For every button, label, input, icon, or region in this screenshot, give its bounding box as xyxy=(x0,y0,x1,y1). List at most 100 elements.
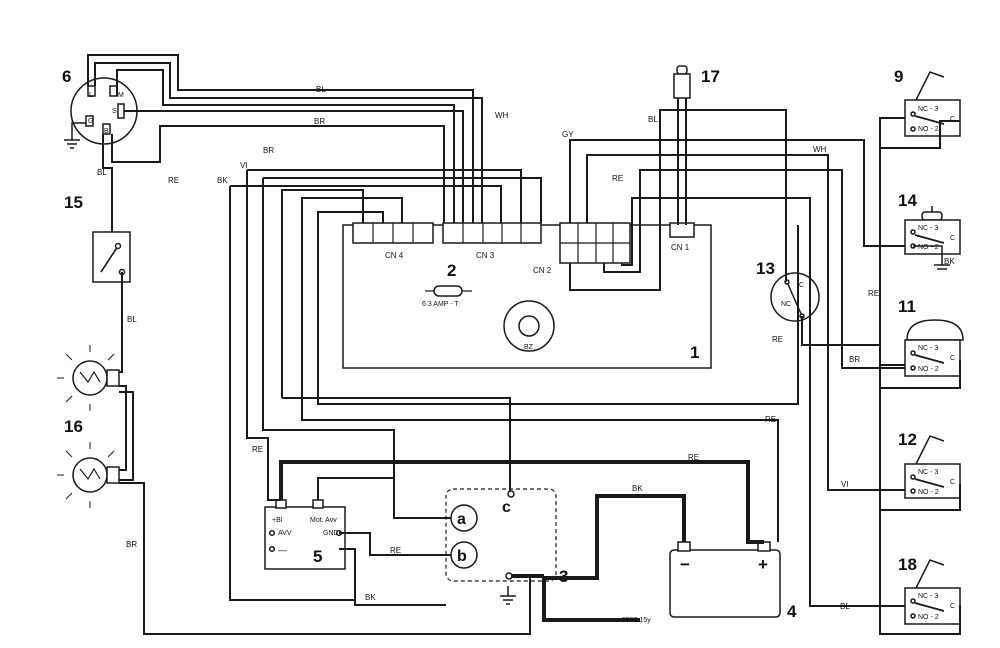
svg-text:GND: GND xyxy=(323,530,339,537)
label-9: 9 xyxy=(894,67,903,86)
svg-text:C: C xyxy=(950,235,955,242)
buzzer-label: BZ xyxy=(524,344,534,351)
microswitch-11: NC - 3 NO - 2 C 11 xyxy=(898,297,964,377)
label-11: 11 xyxy=(898,297,916,316)
svg-text:NC - 3: NC - 3 xyxy=(918,225,938,232)
svg-text:NC - 3: NC - 3 xyxy=(918,106,938,113)
label-5: 5 xyxy=(313,547,322,566)
svg-text:C: C xyxy=(950,116,955,123)
label-16: 16 xyxy=(64,417,83,436)
svg-text:RE: RE xyxy=(390,546,401,555)
svg-text:C: C xyxy=(950,603,955,610)
svg-text:RE: RE xyxy=(772,335,783,344)
toggle-switch-15: 15 xyxy=(64,193,131,283)
connector-cn1: CN 1 xyxy=(669,222,695,252)
cn1-label: CN 1 xyxy=(671,243,690,252)
svg-text:C: C xyxy=(799,282,804,289)
fuse-rating: 6.3 AMP - T xyxy=(422,301,459,308)
svg-text:c: c xyxy=(502,499,511,516)
svg-text:NO - 2: NO - 2 xyxy=(918,489,939,496)
svg-text:RE: RE xyxy=(168,176,179,185)
svg-text:B: B xyxy=(104,128,109,135)
svg-text:BR: BR xyxy=(314,117,325,126)
svg-text:C: C xyxy=(950,479,955,486)
svg-text:+: + xyxy=(758,555,768,574)
battery: − + 4 xyxy=(669,541,797,621)
svg-text:BK: BK xyxy=(944,257,955,266)
label-15: 15 xyxy=(64,193,83,212)
label-12: 12 xyxy=(898,430,917,449)
svg-text:GY: GY xyxy=(562,130,574,139)
svg-text:NO - 2: NO - 2 xyxy=(918,244,939,251)
label-2: 2 xyxy=(447,261,456,280)
ignition-switch: L M S G B 6 xyxy=(62,67,138,149)
connector-cn3: CN 3 xyxy=(442,222,542,260)
drawing-code: 9592.15y xyxy=(622,617,651,624)
svg-text:RE: RE xyxy=(688,453,699,462)
label-1: 1 xyxy=(690,343,699,362)
svg-text:RE: RE xyxy=(765,415,776,424)
svg-text:BR: BR xyxy=(126,540,137,549)
start-module: +Bl Mot. Avv AVV GND — 5 xyxy=(264,499,346,570)
svg-text:NC - 3: NC - 3 xyxy=(918,593,938,600)
starter-motor: a b c 3 xyxy=(445,488,568,605)
svg-text:S: S xyxy=(112,108,117,115)
svg-text:VI: VI xyxy=(240,161,248,170)
svg-text:NO - 2: NO - 2 xyxy=(918,126,939,133)
svg-text:BK: BK xyxy=(365,593,376,602)
label-14: 14 xyxy=(898,191,917,210)
svg-text:RE: RE xyxy=(868,289,879,298)
wiring xyxy=(87,54,961,635)
svg-text:BK: BK xyxy=(632,484,643,493)
svg-text:L: L xyxy=(89,92,93,99)
svg-text:G: G xyxy=(88,118,93,125)
microswitch-12: NC - 3 NO - 2 C 12 xyxy=(898,430,961,499)
svg-text:BL: BL xyxy=(316,85,326,94)
svg-text:BR: BR xyxy=(263,146,274,155)
svg-text:NO - 2: NO - 2 xyxy=(918,366,939,373)
svg-text:BL: BL xyxy=(648,115,658,124)
lamp-upper xyxy=(57,345,120,411)
cn3-label: CN 3 xyxy=(476,251,495,260)
switch-13: C NC 13 xyxy=(756,259,820,322)
cn2-label: CN 2 xyxy=(533,266,552,275)
svg-text:AVV: AVV xyxy=(278,530,292,537)
microswitch-9: NC - 3 NO - 2 C 9 xyxy=(894,67,961,137)
svg-text:NC - 3: NC - 3 xyxy=(918,469,938,476)
connector-cn4: CN 4 xyxy=(352,222,434,260)
connector-cn2: CN 2 xyxy=(533,222,631,275)
svg-text:BK: BK xyxy=(217,176,228,185)
svg-text:BL: BL xyxy=(97,168,107,177)
microswitch-14: NC - 3 NO - 2 C 14 xyxy=(898,191,961,255)
svg-text:—: — xyxy=(278,545,287,555)
microswitch-18: NC - 3 NO - 2 C 18 xyxy=(898,555,961,625)
sensor-17: 17 xyxy=(673,65,720,99)
svg-text:RE: RE xyxy=(252,445,263,454)
svg-text:RE: RE xyxy=(612,174,623,183)
svg-text:Mot. Avv: Mot. Avv xyxy=(310,517,337,524)
svg-text:BR: BR xyxy=(849,355,860,364)
svg-text:VI: VI xyxy=(841,480,849,489)
label-4: 4 xyxy=(787,602,797,621)
svg-text:C: C xyxy=(950,355,955,362)
buzzer: BZ xyxy=(503,300,555,352)
label-13: 13 xyxy=(756,259,775,278)
svg-text:−: − xyxy=(680,555,690,574)
svg-text:WH: WH xyxy=(495,111,509,120)
svg-text:BL: BL xyxy=(127,315,137,324)
label-18: 18 xyxy=(898,555,917,574)
svg-text:BL: BL xyxy=(840,602,850,611)
wire-labels: BL BR WH BR VI BK RE BL BL BR RE RE BK R… xyxy=(97,85,955,611)
control-board: CN 4 CN 3 CN 2 CN 1 6.3 A xyxy=(342,222,712,369)
svg-text:WH: WH xyxy=(813,145,827,154)
svg-text:a: a xyxy=(457,511,466,528)
svg-text:b: b xyxy=(457,548,467,565)
svg-text:+Bl: +Bl xyxy=(272,517,283,524)
svg-text:M: M xyxy=(118,92,124,99)
lamp-lower xyxy=(57,442,120,508)
svg-text:NC - 3: NC - 3 xyxy=(918,345,938,352)
label-17: 17 xyxy=(701,67,720,86)
fuse: 6.3 AMP - T xyxy=(422,285,472,308)
svg-text:NO - 2: NO - 2 xyxy=(918,614,939,621)
